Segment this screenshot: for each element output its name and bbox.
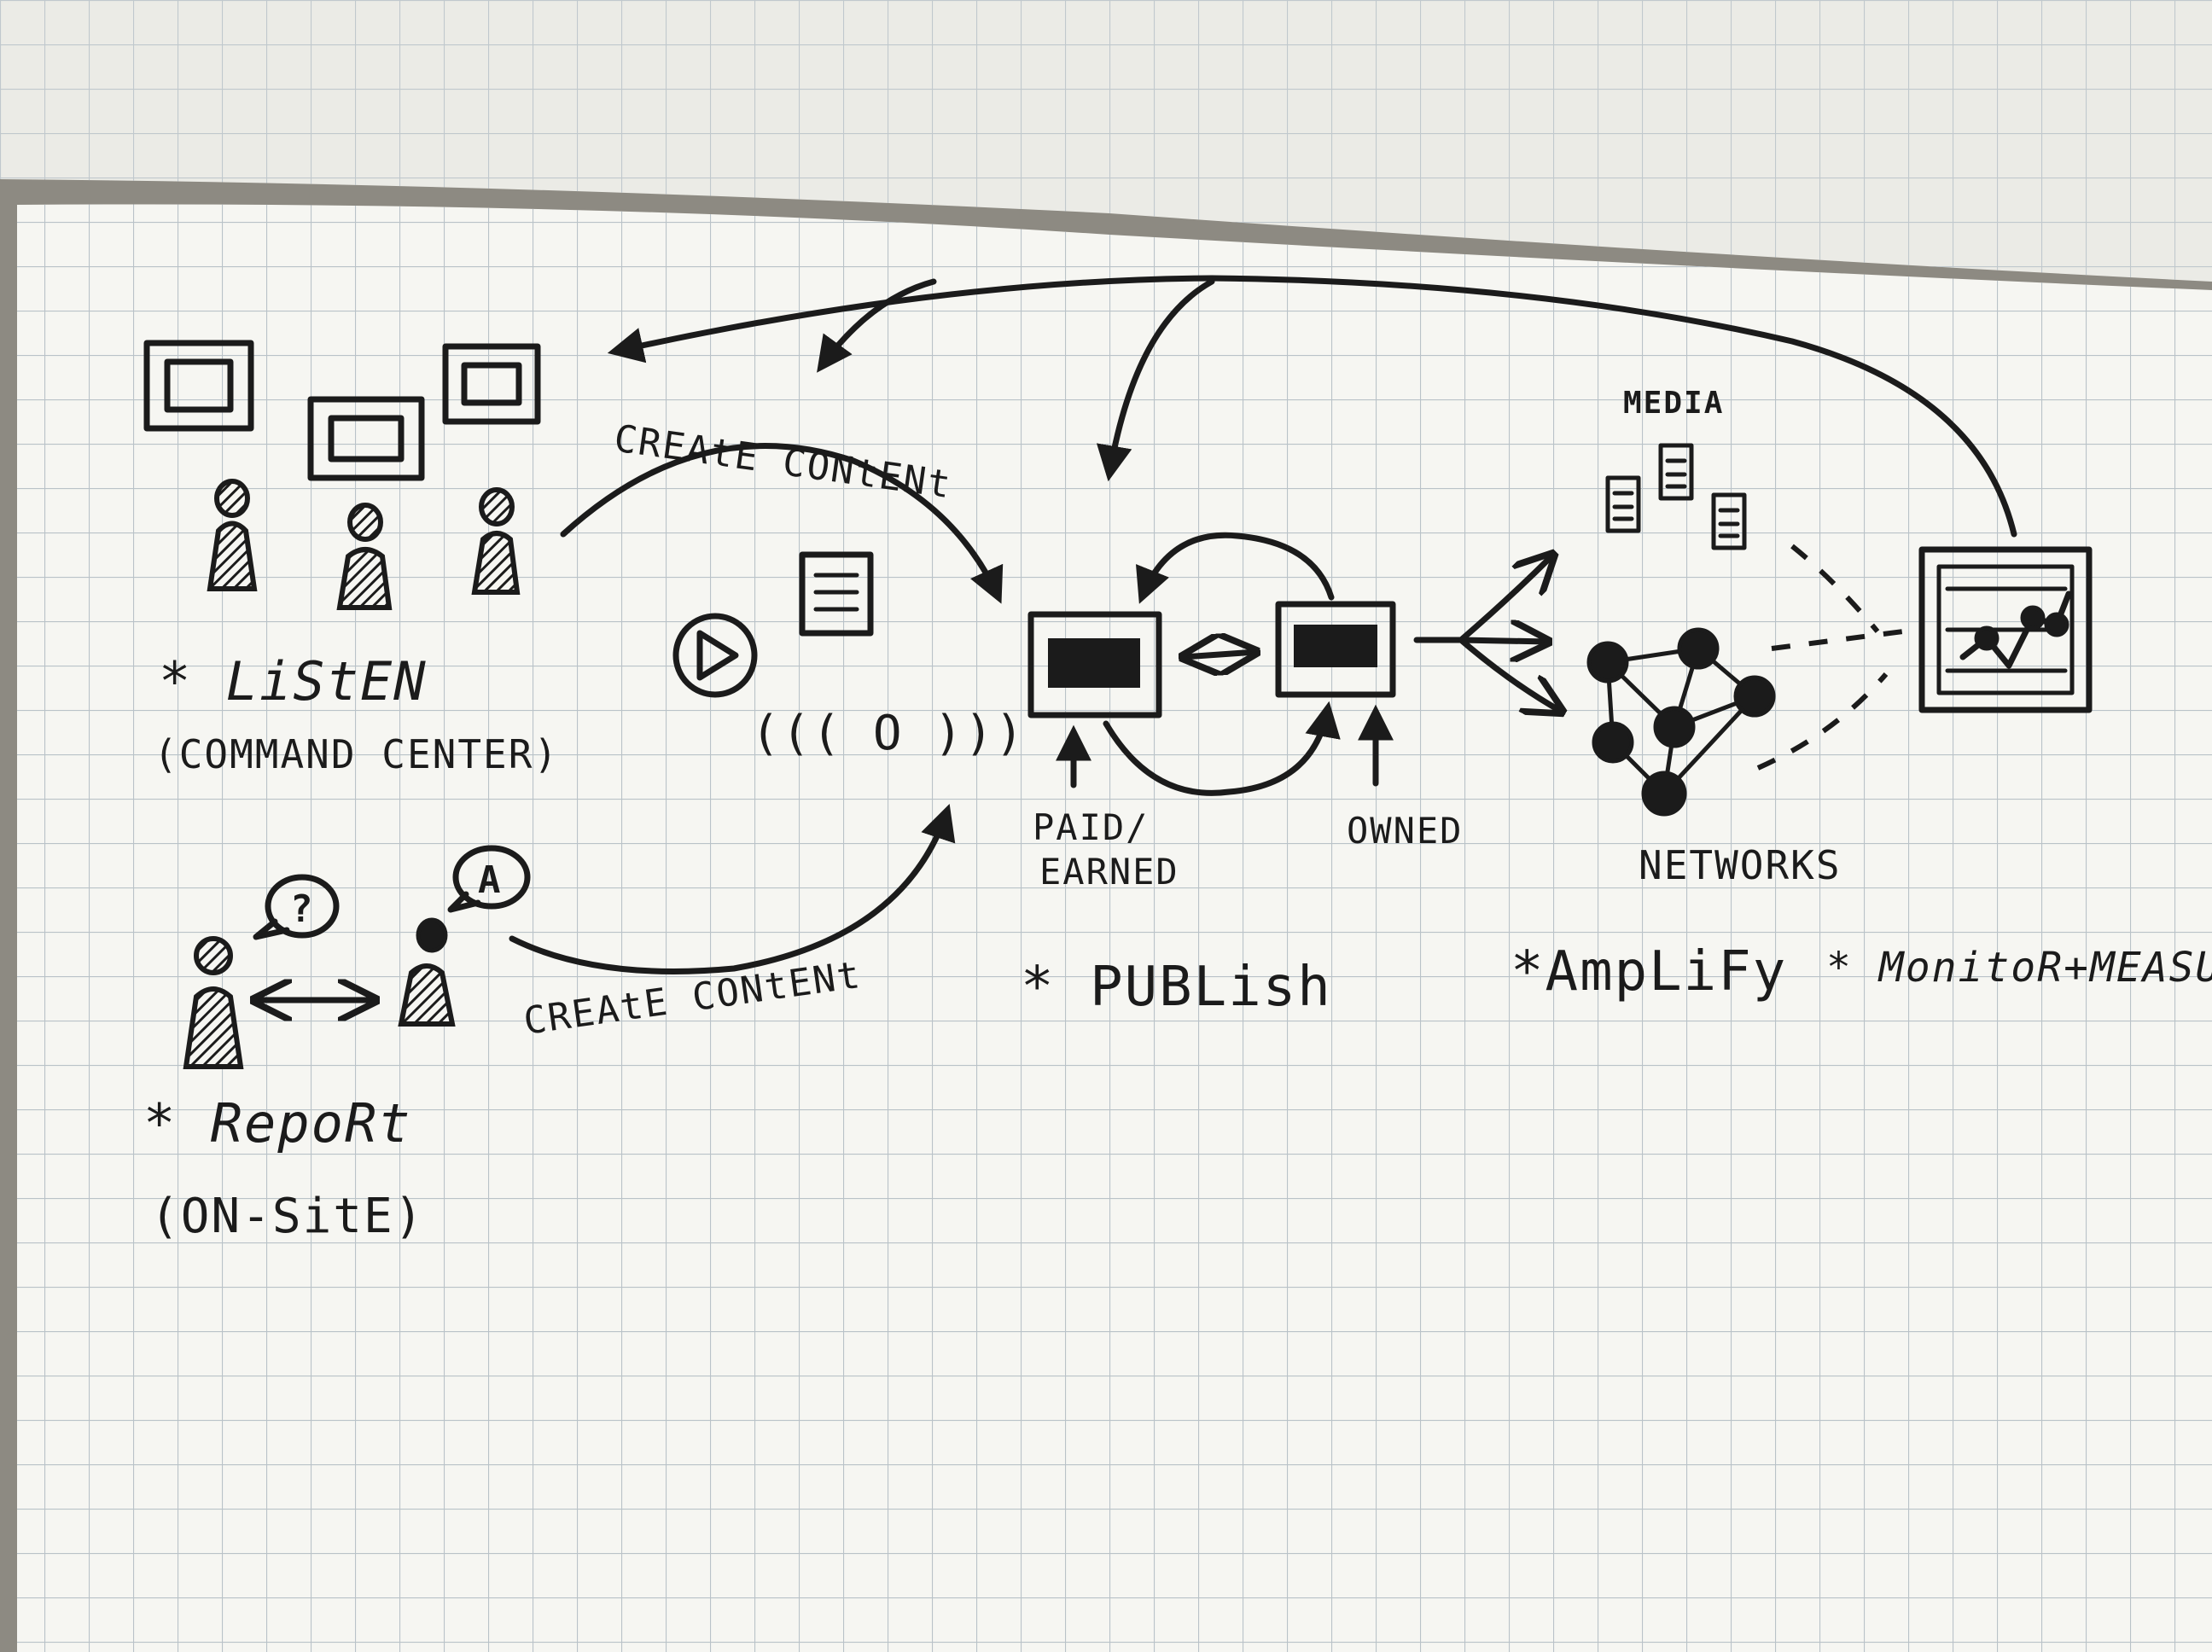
analytics-dashboard-icon <box>1918 546 2093 713</box>
notebook-page-grid <box>17 204 2212 1652</box>
radio-waves-icon: ((( O ))) <box>751 706 1025 761</box>
screens-link-arrow <box>1183 652 1256 657</box>
create-content-arrow-top <box>560 443 1004 604</box>
listen-title: * LiStEN <box>159 650 428 713</box>
media-document-icon-2 <box>1658 443 1694 501</box>
question-bubble-icon: ? <box>253 874 340 940</box>
monitor-title: * MonitoR+MEASURE <box>1826 944 2212 992</box>
document-icon <box>799 551 874 637</box>
paid-earned-label-line2: EARNED <box>1039 851 1179 893</box>
media-document-icon-3 <box>1711 492 1747 550</box>
paid-earned-screen-icon <box>1027 611 1162 718</box>
networks-label: NETWORKS <box>1639 842 1842 888</box>
question-bubble-text: ? <box>290 887 315 931</box>
person-icon-2 <box>336 503 393 610</box>
notebook-top-page-grid <box>0 0 2212 282</box>
media-label: MEDIA <box>1623 386 1724 421</box>
person-icon-1 <box>207 479 258 591</box>
monitor-icon-2 <box>307 396 425 481</box>
network-graph-icon <box>1586 627 1776 817</box>
publish-loop-top <box>1135 532 1335 604</box>
paid-earned-label-line1: PAID/ <box>1033 806 1149 848</box>
feedback-arc-main <box>607 275 2017 538</box>
report-title: * RepoRt <box>143 1092 412 1155</box>
answer-bubble-icon: A <box>447 845 531 913</box>
publish-title: * PUBLish <box>1021 956 1332 1019</box>
monitor-icon-1 <box>143 340 254 432</box>
play-button-icon <box>672 613 758 698</box>
person-icon-3 <box>471 487 521 595</box>
listen-subtitle: (COMMAND CENTER) <box>154 731 559 777</box>
media-document-icon-1 <box>1605 475 1641 533</box>
interviewee-person-icon <box>398 917 456 1027</box>
owned-label: OWNED <box>1347 810 1463 852</box>
amplify-title: *AmpLiFy <box>1511 940 1787 1003</box>
dashed-beams <box>1756 544 1904 771</box>
publish-loop-bottom <box>1103 701 1341 796</box>
feedback-arrow-to-publish <box>1096 278 1215 482</box>
monitor-icon-3 <box>442 343 541 425</box>
report-subtitle: (ON-SitE) <box>150 1189 424 1244</box>
answer-bubble-text: A <box>478 858 503 902</box>
reporter-person-icon <box>183 936 244 1069</box>
feedback-arrow-to-listen <box>817 278 937 373</box>
create-content-arrow-bottom <box>509 804 956 974</box>
owned-screen-icon <box>1275 601 1396 698</box>
amplify-fanout-arrows <box>1413 555 1562 712</box>
